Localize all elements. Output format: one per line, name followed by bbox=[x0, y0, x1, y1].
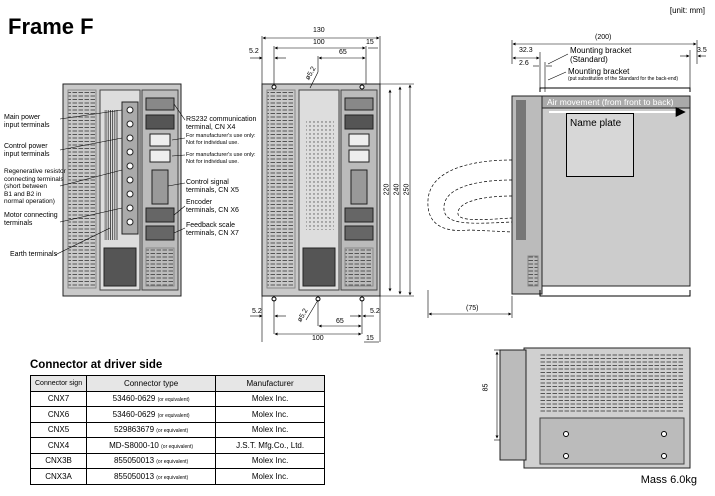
table-row: CNX3A 855050013 (or equivalent) Molex In… bbox=[29, 468, 326, 485]
dim-15-bottom: 15 bbox=[366, 335, 374, 342]
dim-65-bottom: 65 bbox=[336, 318, 344, 325]
table-row: CNX4 MD-S8000-10 (or equivalent) J.S.T. … bbox=[29, 437, 326, 454]
dim-200: (200) bbox=[595, 34, 612, 41]
dim-240: 240 bbox=[393, 183, 401, 196]
dim-65: 65 bbox=[339, 49, 347, 56]
name-plate: Name plate bbox=[566, 113, 634, 177]
page-title: Frame F bbox=[8, 14, 94, 39]
label-bracket-back: Mounting bracket (put substitution of th… bbox=[568, 67, 679, 82]
label-bracket-standard: Mounting bracket(Standard) bbox=[570, 46, 632, 64]
table-row: CNX5 529863679 (or equivalent) Molex Inc… bbox=[29, 421, 326, 438]
connector-table: Connector sign Connector type Manufactur… bbox=[29, 375, 326, 485]
dim-220: 220 bbox=[383, 183, 391, 196]
label-airflow: Air movement (from front to back) bbox=[547, 97, 674, 107]
connector-table-header: Connector sign Connector type Manufactur… bbox=[29, 375, 326, 392]
dim-32-3: 32.3 bbox=[519, 47, 533, 54]
front-view-labeled bbox=[54, 83, 186, 297]
dim-85: 85 bbox=[482, 383, 490, 392]
dim-3-5: 3.5 bbox=[697, 47, 707, 54]
connector-section-title: Connector at driver side bbox=[30, 359, 163, 371]
dim-250: 250 bbox=[403, 183, 411, 196]
table-row: CNX3B 855050013 (or equivalent) Molex In… bbox=[29, 452, 326, 469]
front-view-dimensioned bbox=[250, 36, 414, 343]
unit-label: [unit: mm] bbox=[669, 6, 705, 15]
label-mfr-2: For manufacturer's use only:Not for indi… bbox=[186, 152, 256, 165]
dim-100-bottom: 100 bbox=[312, 335, 324, 342]
dim-5-2-top: 5.2 bbox=[249, 48, 259, 55]
dim-75: (75) bbox=[466, 305, 479, 312]
label-earth-terminals: Earth terminals bbox=[10, 251, 58, 258]
bottom-view bbox=[494, 347, 691, 469]
dim-2-6: 2.6 bbox=[519, 60, 529, 67]
col-manufacturer: Manufacturer bbox=[215, 375, 326, 392]
label-mfr-1: For manufacturer's use only:Not for indi… bbox=[186, 133, 256, 146]
col-connector-type: Connector type bbox=[86, 375, 217, 392]
dim-100: 100 bbox=[313, 39, 325, 46]
dim-15: 15 bbox=[366, 39, 374, 46]
table-row: CNX6 53460-0629 (or equivalent) Molex In… bbox=[29, 406, 326, 423]
table-row: CNX7 53460-0629 (or equivalent) Molex In… bbox=[29, 390, 326, 407]
dim-5-2-bottom: 5.2 bbox=[252, 308, 262, 315]
dim-5-2-bottom-right: 5.2 bbox=[370, 308, 380, 315]
col-connector-sign: Connector sign bbox=[29, 375, 88, 392]
mass-label: Mass 6.0kg bbox=[640, 474, 697, 486]
dim-130: 130 bbox=[313, 27, 325, 34]
